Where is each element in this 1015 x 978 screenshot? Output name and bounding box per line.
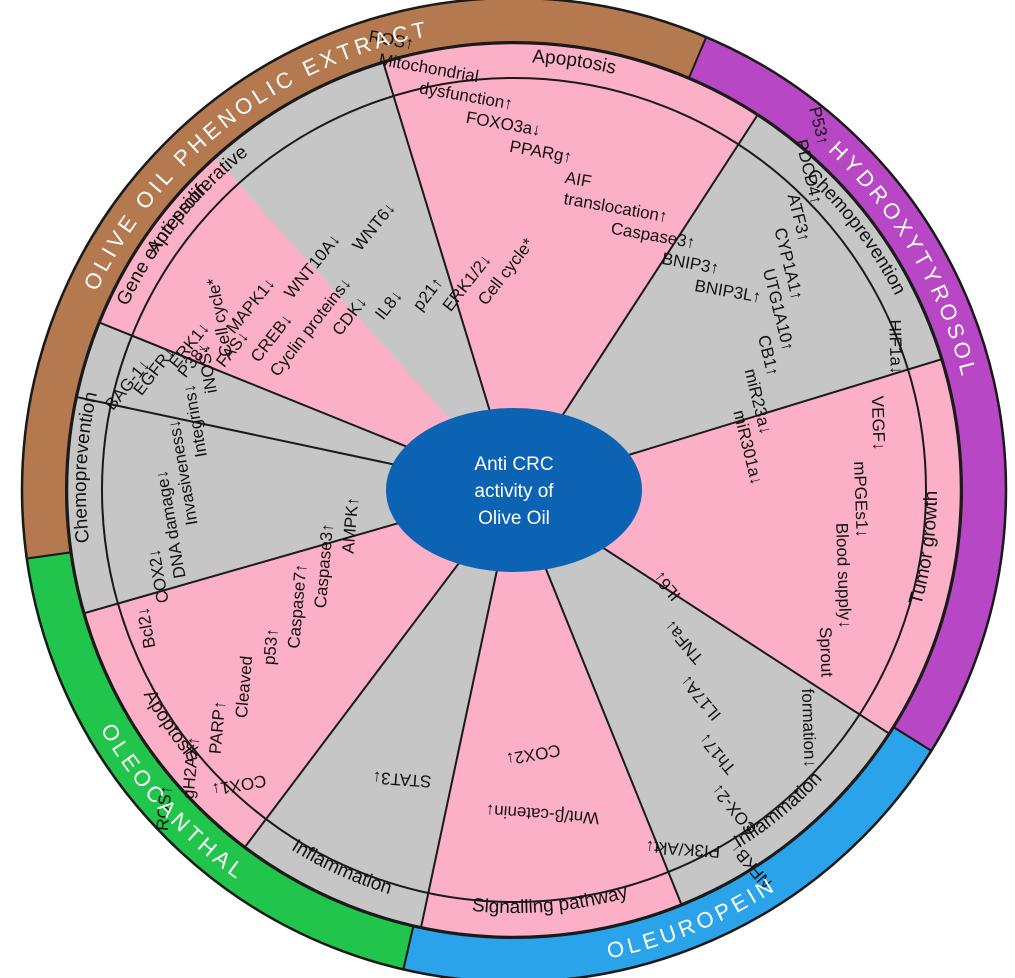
sector-item: VEGF↓ xyxy=(868,396,889,451)
inflammation-oleocanthal-wedge xyxy=(244,536,502,928)
sector-divider xyxy=(244,535,480,848)
center-ellipse xyxy=(386,408,642,572)
wheel-outline xyxy=(65,41,963,939)
sector-item: mPGEs1↓ xyxy=(850,461,872,538)
sector-dividers xyxy=(76,62,942,928)
center-hub: Anti CRC activity of Olive Oil xyxy=(386,408,642,572)
center-title-line: Olive Oil xyxy=(478,508,550,529)
sector-item: ROS↑ xyxy=(153,785,176,832)
sector-item: STAT3↓ xyxy=(372,768,432,791)
center-title-line: activity of xyxy=(474,481,554,502)
chemoprevention-hydroxytyrosol-wedge xyxy=(545,115,942,474)
sector-divider xyxy=(562,520,890,735)
sector-item: formation↓ xyxy=(798,688,820,768)
sector-divider xyxy=(534,543,683,905)
sector-item: AMPK↑ xyxy=(339,496,363,554)
sector-wedges xyxy=(67,42,962,937)
outer-outline xyxy=(20,0,1008,978)
signalling-pathway-wedge xyxy=(421,543,682,937)
apoptosis-oleocanthal-wedge xyxy=(84,505,480,847)
sector-divider xyxy=(420,546,503,928)
center-title-line: Anti CRC xyxy=(474,454,553,475)
sector-divider xyxy=(382,62,498,435)
sector-item: Sprout xyxy=(816,627,837,678)
chemoprevention-extract-wedge xyxy=(67,322,461,614)
category-band-outline xyxy=(101,77,927,903)
sector-divider xyxy=(99,321,461,470)
sector-item: p53↑ xyxy=(260,627,282,665)
tumor-growth-wedge xyxy=(562,359,962,734)
gene-expression-wedge xyxy=(99,157,476,469)
sector-item: Blood supply↓ xyxy=(832,523,855,629)
sector-divider xyxy=(569,358,942,474)
center-title: Anti CRC activity of Olive Oil xyxy=(474,454,554,529)
sector-divider xyxy=(84,505,459,615)
inflammation-oleuropein-wedge xyxy=(535,521,889,905)
sector-item: PARP↑ xyxy=(206,700,230,755)
sector-item: HIF1a↓ xyxy=(885,319,906,374)
sector-item: AIF xyxy=(564,168,593,191)
wheel-outlines xyxy=(20,0,1008,978)
tumor-growth-items: HIF1a↓ VEGF↓ mPGEs1↓Blood supply↓Sprout for… xyxy=(785,319,919,768)
apoptosis-hydroxytyrosol-wedge xyxy=(383,42,758,442)
sector-divider xyxy=(544,114,759,442)
